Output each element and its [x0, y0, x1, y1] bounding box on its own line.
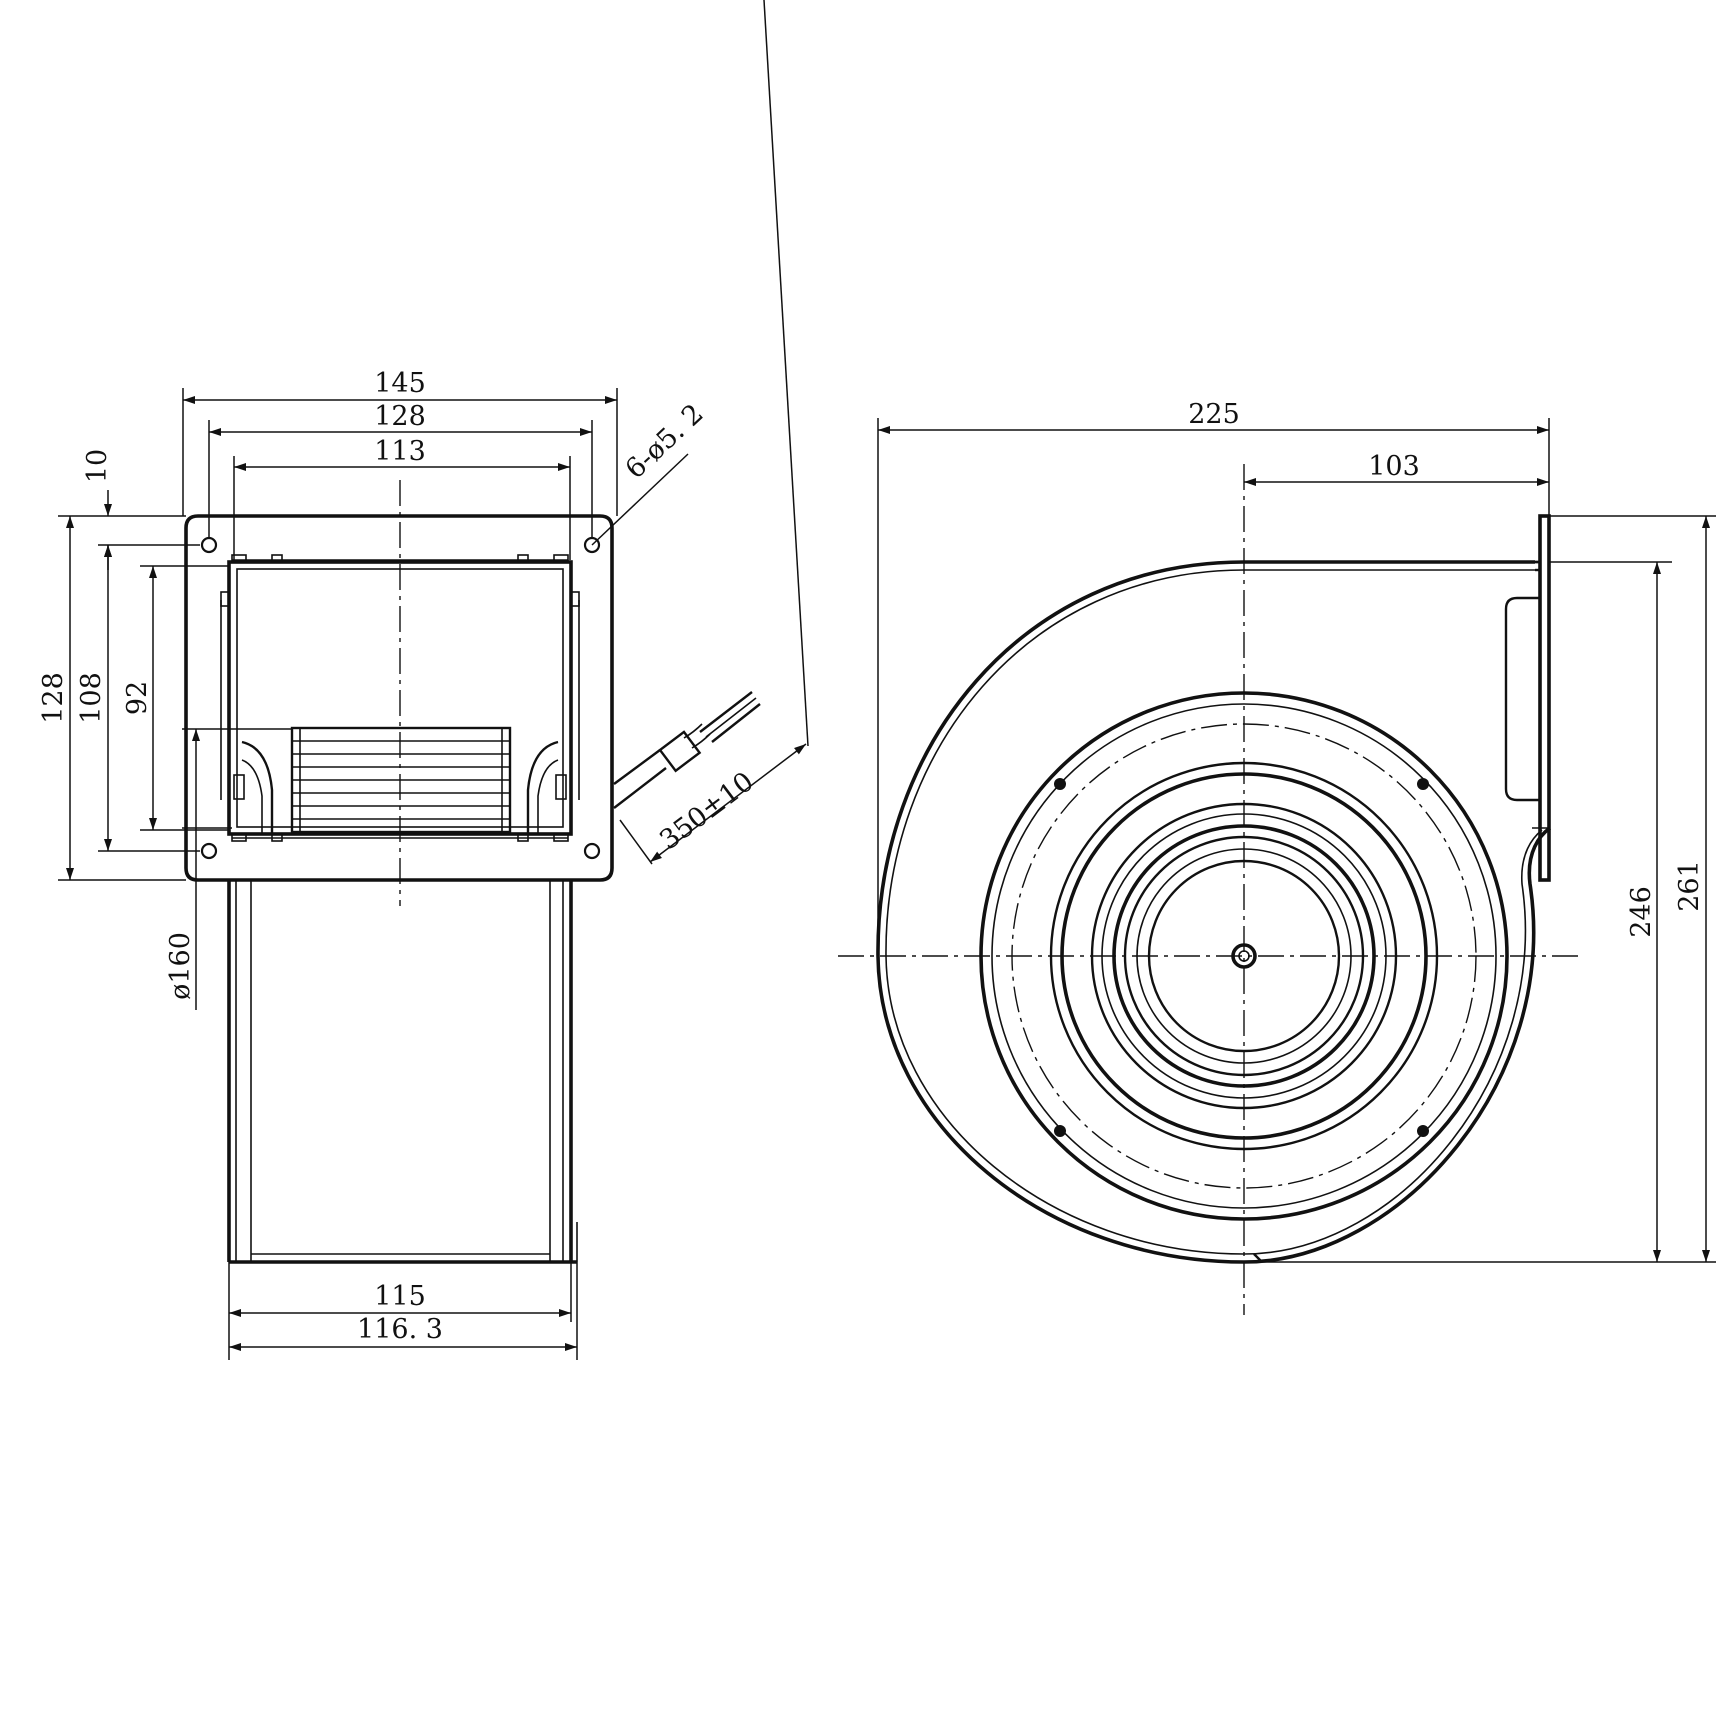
dim-10: 10: [82, 449, 113, 483]
bolt: [1417, 778, 1429, 790]
dim-115: 115: [374, 1281, 426, 1312]
bolt: [1417, 1125, 1429, 1137]
impeller-blades: [290, 726, 512, 834]
mounting-hole: [200, 536, 218, 554]
mounting-hole: [583, 842, 601, 860]
flange-plate: [184, 514, 614, 882]
dim-128-height: 128: [38, 672, 69, 724]
dim-103: 103: [1368, 451, 1420, 482]
scroll-housing: [876, 560, 1552, 1264]
dim-diameter-160: ø160: [165, 932, 196, 1000]
front-dimensions: 145 128 113 10 128: [38, 0, 809, 1360]
dim-246: 246: [1626, 886, 1657, 938]
mounting-hole: [200, 842, 218, 860]
dim-116-3: 116. 3: [357, 1314, 443, 1345]
dim-108: 108: [76, 672, 107, 724]
dim-92: 92: [122, 681, 153, 715]
dim-261: 261: [1674, 860, 1705, 912]
scroll-housing-inner: [885, 569, 1543, 1255]
housing-body: [227, 880, 578, 1264]
bolt: [1054, 1125, 1066, 1137]
dim-225: 225: [1188, 399, 1240, 430]
dim-cable-length: 350±10: [654, 766, 759, 856]
front-view: 145 128 113 10 128: [38, 0, 809, 1360]
dim-holes: 6-ø5. 2: [620, 398, 710, 485]
bolt: [1054, 778, 1066, 790]
dim-128-width: 128: [374, 401, 426, 432]
dim-113: 113: [374, 436, 426, 467]
side-view: 225 103 246 261: [838, 399, 1716, 1315]
side-dimensions: 225 103 246 261: [877, 399, 1716, 1263]
outlet-flange: [1496, 514, 1551, 882]
dim-145: 145: [374, 368, 426, 399]
